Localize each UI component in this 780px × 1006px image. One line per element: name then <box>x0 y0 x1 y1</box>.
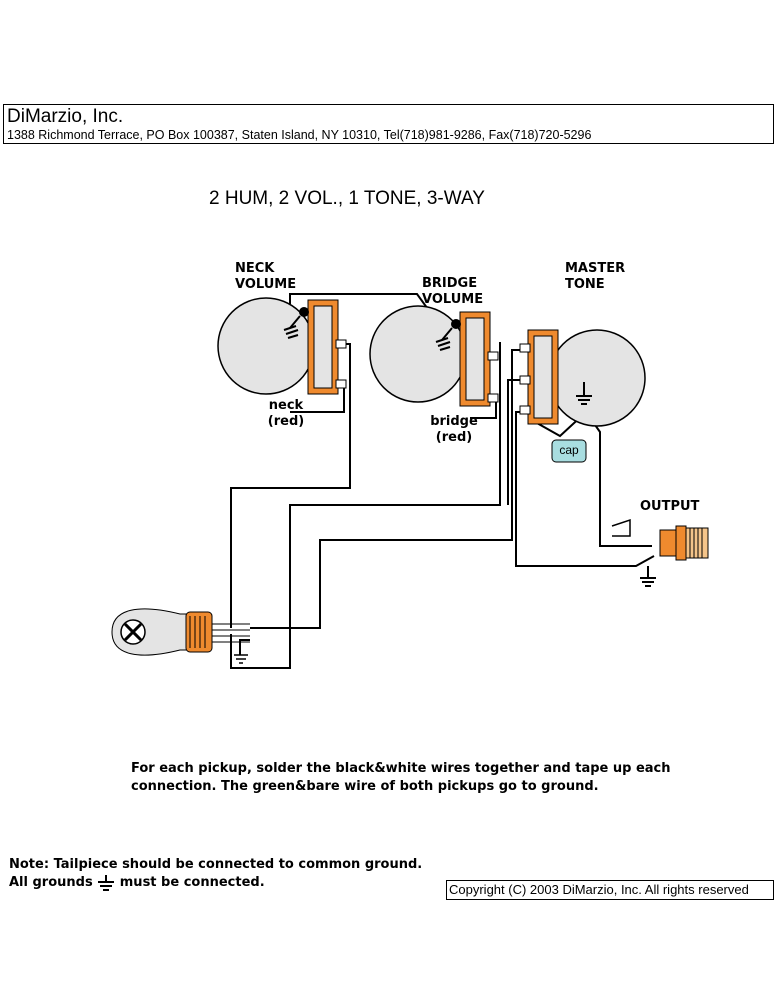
master-tone-pot <box>519 329 646 427</box>
cap-label: cap <box>559 443 579 457</box>
neck-volume-label: NECK VOLUME <box>235 261 296 293</box>
bridge-volume-label: BRIDGE VOLUME <box>422 276 483 308</box>
tailpiece-note: Note: Tailpiece should be connected to c… <box>9 857 423 872</box>
pickup-note: For each pickup, solder the black&white … <box>131 760 671 796</box>
diagram-title: 2 HUM, 2 VOL., 1 TONE, 3-WAY <box>209 188 485 209</box>
neck-pickup-label-line1: neck <box>268 398 304 413</box>
bridge-pickup-label: bridge (red) <box>424 414 484 446</box>
master-tone-label-line1: MASTER <box>565 261 626 276</box>
bridge-pickup-label-line2: (red) <box>435 430 473 445</box>
neck-volume-pot <box>217 297 347 395</box>
neck-volume-label-line1: NECK <box>235 261 275 276</box>
bridge-pickup-label-line1: bridge <box>430 414 478 429</box>
bridge-volume-label-line1: BRIDGE <box>422 276 478 291</box>
wire-bridge-vol-out <box>230 342 501 669</box>
neck-pickup-label: neck (red) <box>262 398 310 430</box>
company-address: 1388 Richmond Terrace, PO Box 100387, St… <box>7 128 592 142</box>
wire-switch-a <box>250 349 528 629</box>
bridge-volume-pot <box>369 305 499 407</box>
humbucker-pickup <box>111 608 250 664</box>
copyright-notice: Copyright (C) 2003 DiMarzio, Inc. All ri… <box>446 880 774 900</box>
wire-pickup-ground <box>239 639 250 655</box>
pickup-note-line1: For each pickup, solder the black&white … <box>131 761 671 776</box>
output-jack <box>611 518 709 587</box>
master-tone-label-line2: TONE <box>565 277 605 292</box>
wire-switch-ground <box>515 411 655 567</box>
wire-tone-to-jack <box>585 411 652 547</box>
neck-volume-label-line2: VOLUME <box>235 277 297 292</box>
capacitor <box>551 439 587 463</box>
pickup-note-line2: connection. The green&bare wire of both … <box>131 779 599 794</box>
bridge-volume-label-line2: VOLUME <box>422 292 484 307</box>
output-label: OUTPUT <box>640 499 700 514</box>
grounds-note: All grounds must be connected. <box>9 874 265 892</box>
grounds-note-suffix: must be connected. <box>119 875 265 890</box>
grounds-note-prefix: All grounds <box>9 875 93 890</box>
master-tone-label: MASTER TONE <box>565 261 625 293</box>
company-header: DiMarzio, Inc. 1388 Richmond Terrace, PO… <box>3 104 774 144</box>
company-name: DiMarzio, Inc. <box>7 106 124 127</box>
neck-pickup-label-line2: (red) <box>267 414 305 429</box>
ground-symbol-icon <box>98 874 115 891</box>
